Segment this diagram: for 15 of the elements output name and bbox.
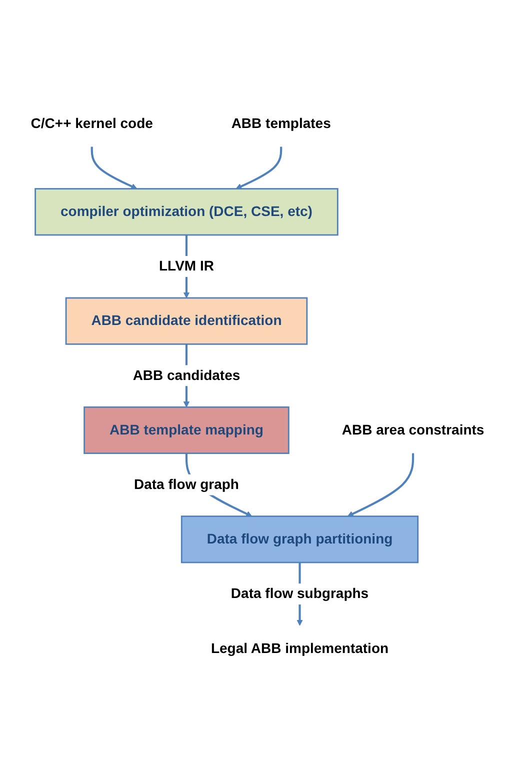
arrow	[236, 146, 282, 190]
node-text: ABB area constraints	[342, 422, 484, 438]
node-box: Data flow graph partitioning	[180, 515, 419, 564]
node-box: compiler optimization (DCE, CSE, etc)	[34, 188, 338, 236]
node-text: ABB templates	[231, 116, 331, 132]
arrow	[347, 453, 414, 517]
edge-label: Data flow subgraphs	[230, 586, 369, 602]
arrow	[90, 146, 138, 190]
node-text: C/C++ kernel code	[30, 116, 153, 132]
node-box: ABB candidate identification	[65, 297, 308, 345]
edge-label: ABB candidates	[132, 368, 240, 384]
edge-label: Data flow graph	[134, 476, 239, 492]
node-text: Legal ABB implementation	[210, 640, 389, 656]
edge-label: LLVM IR	[159, 258, 214, 274]
node-box: ABB template mapping	[84, 406, 290, 454]
